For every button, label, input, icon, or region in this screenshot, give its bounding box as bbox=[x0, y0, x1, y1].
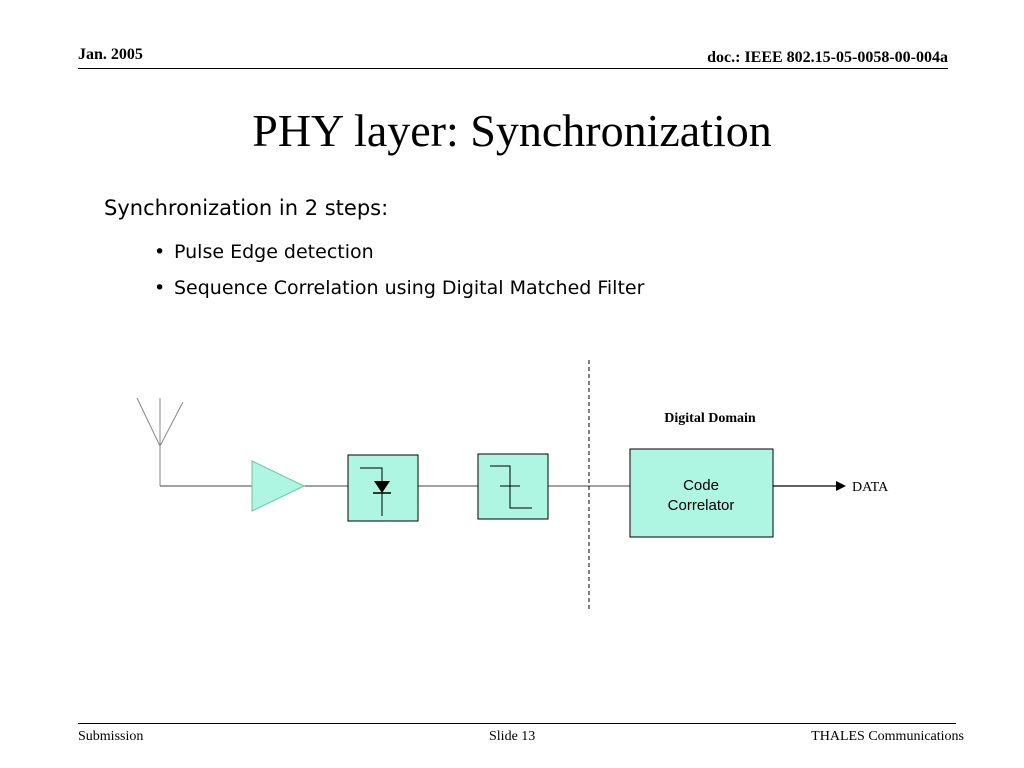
bullet-list: • Pulse Edge detection • Sequence Correlat… bbox=[154, 234, 644, 306]
comparator-icon bbox=[477, 453, 549, 520]
slide-title: PHY layer: Synchronization bbox=[252, 105, 772, 156]
diode-detector-icon bbox=[347, 454, 419, 522]
antenna-icon bbox=[136, 397, 184, 486]
digital-domain-label: Digital Domain bbox=[664, 411, 756, 426]
footer-slide-number: Slide 13 bbox=[489, 729, 536, 744]
footer-submission: Submission bbox=[78, 729, 144, 744]
body-intro: Synchronization in 2 steps: bbox=[104, 196, 389, 220]
code-correlator-label-line1: Code bbox=[683, 477, 719, 494]
header-date: Jan. 2005 bbox=[78, 46, 143, 63]
arrow-right-icon bbox=[773, 481, 846, 491]
header-divider bbox=[78, 68, 948, 69]
bullet-dot-icon: • bbox=[154, 241, 166, 263]
bullet-text: Sequence Correlation using Digital Match… bbox=[174, 277, 645, 299]
bullet-item: • Sequence Correlation using Digital Matc… bbox=[154, 270, 644, 306]
code-correlator-block bbox=[629, 448, 774, 538]
bullet-dot-icon: • bbox=[154, 277, 166, 299]
header-doc-id: doc.: IEEE 802.15-05-0058-00-004a bbox=[707, 49, 948, 66]
bullet-item: • Pulse Edge detection bbox=[154, 234, 644, 270]
footer-organization: THALES Communications bbox=[811, 729, 964, 744]
code-correlator-label-line2: Correlator bbox=[668, 497, 735, 514]
amplifier-triangle bbox=[251, 460, 306, 512]
bullet-text: Pulse Edge detection bbox=[174, 241, 374, 263]
footer-divider bbox=[78, 723, 956, 724]
data-output-label: DATA bbox=[852, 480, 889, 495]
amplifier-icon bbox=[251, 460, 306, 512]
